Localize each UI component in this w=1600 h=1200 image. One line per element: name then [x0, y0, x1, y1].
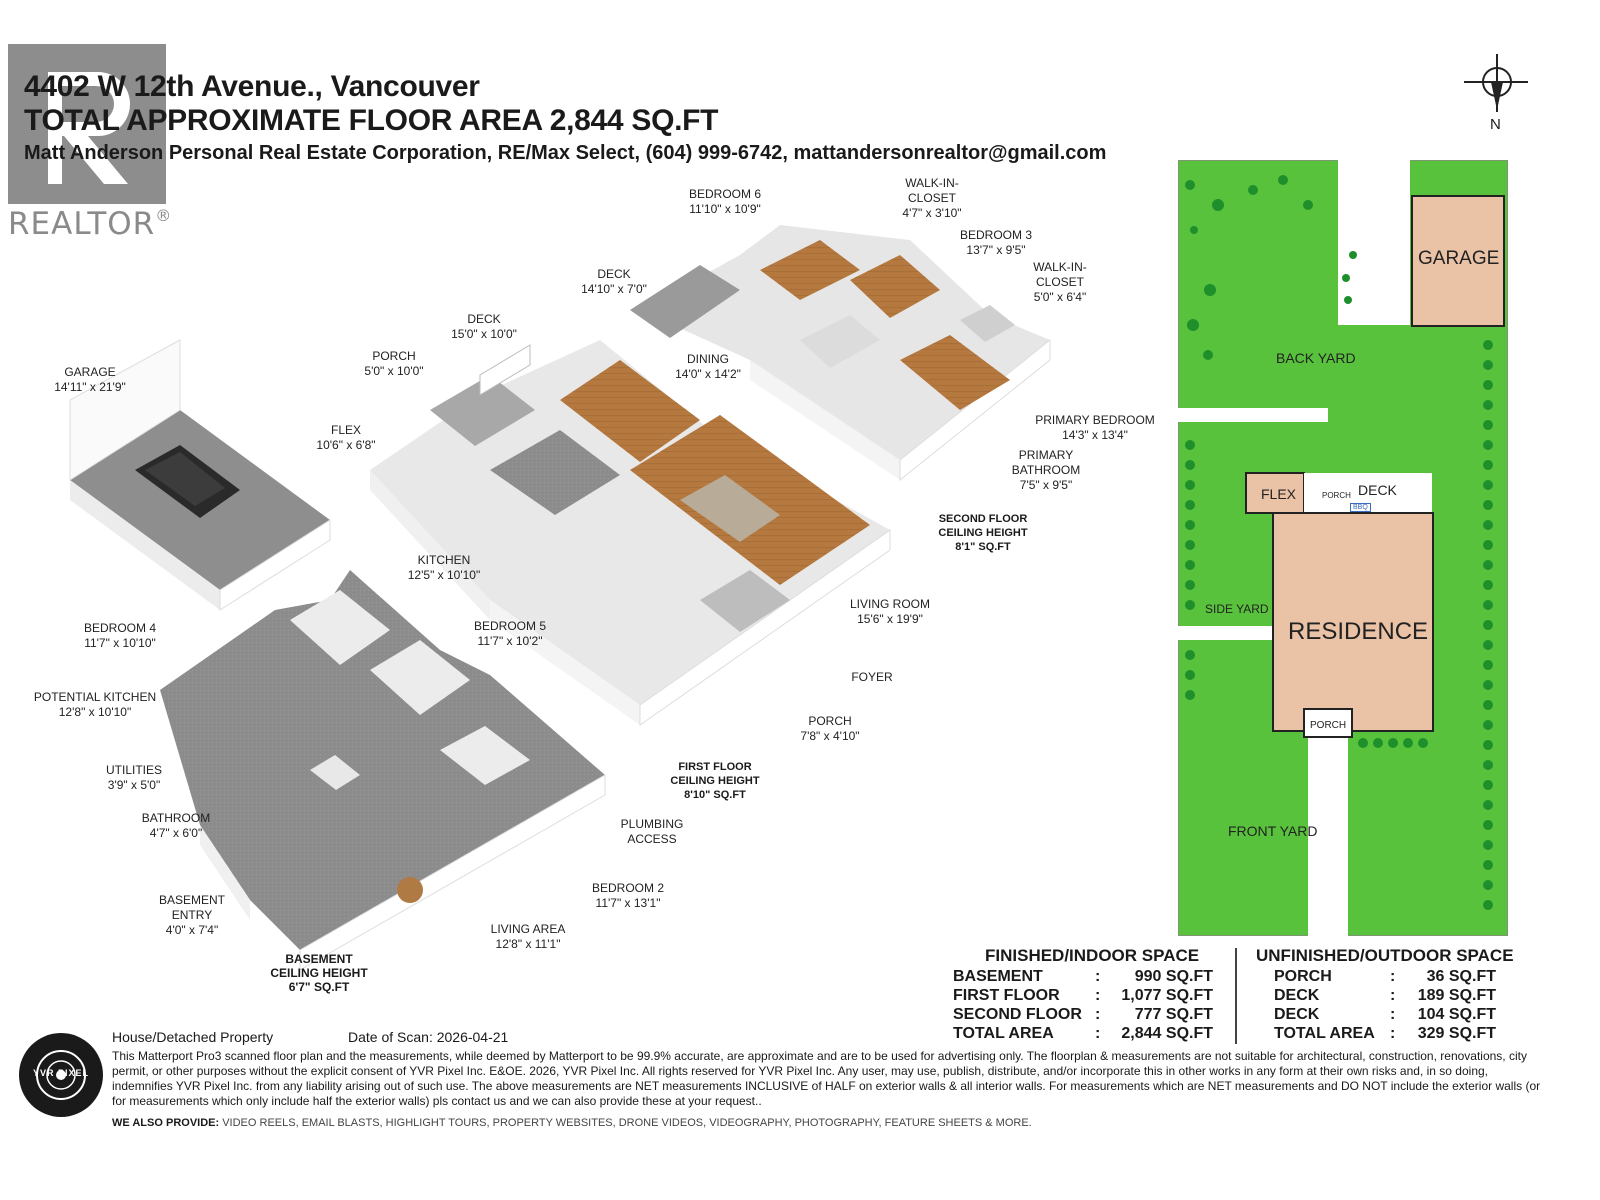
unfinished-row: DECK:189 SQ.FT [1274, 987, 1496, 1004]
site-deck-label: DECK [1358, 482, 1397, 498]
property-type: House/Detached Property [112, 1029, 274, 1045]
realtor-wordmark: REALTOR® [8, 206, 173, 242]
total-floor-area: TOTAL APPROXIMATE FLOOR AREA 2,844 SQ.FT [24, 104, 719, 137]
floor-plans-3d [69, 225, 1051, 971]
site-porch-small-label: PORCH [1322, 491, 1351, 500]
site-front-yard-label: FRONT YARD [1228, 823, 1318, 839]
finished-space-table: BASEMENT:990 SQ.FT FIRST FLOOR:1,077 SQ.… [953, 968, 1213, 1044]
unfinished-row: PORCH:36 SQ.FT [1274, 968, 1496, 985]
yvr-pixel-logo-text: YVR PIXEL [32, 1068, 89, 1078]
also-provide-label: WE ALSO PROVIDE: [112, 1117, 220, 1129]
site-plan [1178, 160, 1508, 936]
north-label: N [1490, 116, 1501, 133]
finished-row: FIRST FLOOR:1,077 SQ.FT [953, 987, 1213, 1004]
disclaimer-text: This Matterport Pro3 scanned floor plan … [112, 1049, 1541, 1108]
basement-3d [160, 570, 606, 971]
unfinished-row: DECK:104 SQ.FT [1274, 1006, 1496, 1023]
room-label-foyer: FOYER [851, 670, 893, 684]
unfinished-space-table: PORCH:36 SQ.FT DECK:189 SQ.FT DECK:104 S… [1274, 968, 1496, 1044]
unfinished-space-heading: UNFINISHED/OUTDOOR SPACE [1256, 946, 1514, 965]
property-address: 4402 W 12th Avenue., Vancouver [24, 70, 480, 103]
bbq-badge: BBQ [1350, 503, 1371, 512]
room-label-plumbing-access: PLUMBING ACCESS [620, 817, 684, 846]
site-back-yard-label: BACK YARD [1276, 350, 1356, 366]
finished-row: BASEMENT:990 SQ.FT [953, 968, 1213, 985]
first-floor-3d [370, 340, 891, 726]
north-arrow-icon [1464, 54, 1528, 112]
site-porch-front-label: PORCH [1310, 720, 1347, 731]
also-provide-services: VIDEO REELS, EMAIL BLASTS, HIGHLIGHT TOU… [222, 1117, 1032, 1129]
site-residence-label: RESIDENCE [1288, 618, 1429, 645]
realtor-logo [8, 44, 166, 204]
scan-date: Date of Scan: 2026-04-21 [348, 1029, 509, 1045]
unfinished-row-total: TOTAL AREA:329 SQ.FT [1274, 1025, 1496, 1042]
yvr-pixel-logo [19, 1033, 103, 1117]
agent-contact: Matt Anderson Personal Real Estate Corpo… [24, 142, 1107, 164]
garage-3d [69, 339, 331, 611]
finished-space-heading: FINISHED/INDOOR SPACE [985, 946, 1200, 965]
second-floor-3d [630, 225, 1051, 482]
also-provide-line: WE ALSO PROVIDE: VIDEO REELS, EMAIL BLAS… [112, 1117, 1032, 1129]
finished-row-total: TOTAL AREA:2,844 SQ.FT [953, 1025, 1213, 1042]
site-garage-label: GARAGE [1418, 248, 1500, 269]
site-side-yard-label: SIDE YARD [1205, 602, 1269, 616]
finished-row: SECOND FLOOR:777 SQ.FT [953, 1006, 1213, 1023]
site-flex-label: FLEX [1261, 486, 1297, 502]
totals-divider [1235, 948, 1237, 1044]
